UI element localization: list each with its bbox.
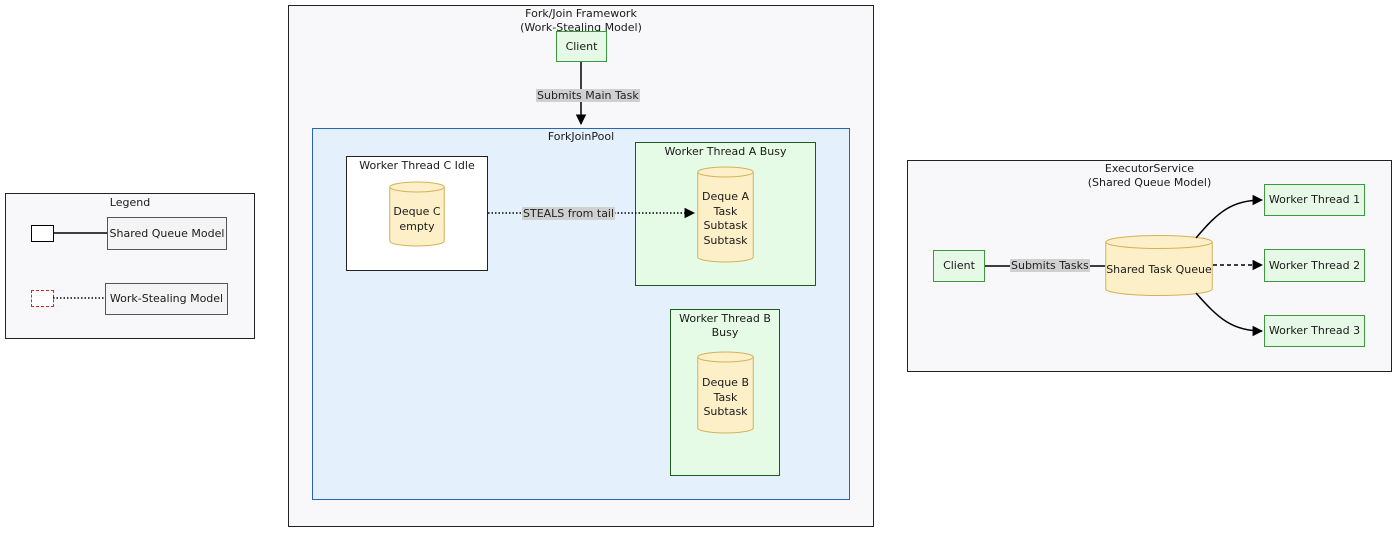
deque-a: Deque A Task Subtask Subtask <box>697 166 754 263</box>
legend-panel: Legend <box>5 193 255 339</box>
steals-from-tail-label: STEALS from tail <box>522 207 616 220</box>
deque-b: Deque B Task Subtask <box>697 351 754 434</box>
worker-thread-c-title: Worker Thread C Idle <box>359 159 475 172</box>
forkjoin-client: Client <box>556 31 607 62</box>
legend-shared-sample <box>31 225 54 242</box>
forkjoin-title: Fork/Join Framework (Work-Stealing Model… <box>520 7 642 34</box>
worker-thread-c: Worker Thread C Idle <box>346 156 488 271</box>
deque-c-line-2: empty <box>399 219 435 233</box>
worker-thread-b-title: Worker Thread B Busy <box>679 312 771 339</box>
deque-b-shape <box>697 351 754 434</box>
deque-a-line-1: Deque A <box>702 190 749 203</box>
worker-thread-b: Worker Thread B Busy <box>670 309 780 476</box>
shared-task-queue-shape <box>1105 235 1213 296</box>
worker-thread-2: Worker Thread 2 <box>1264 249 1365 282</box>
forkjoinpool-title: ForkJoinPool <box>547 130 615 143</box>
deque-a-line-2: Task <box>713 204 738 218</box>
deque-b-line-1: Deque B <box>701 376 749 389</box>
deque-a-line-4: Subtask <box>703 233 748 247</box>
legend-work-stealing-model: Work-Stealing Model <box>105 283 228 315</box>
legend-stealing-sample <box>31 290 54 307</box>
deque-c-shape <box>389 181 445 247</box>
legend-shared-queue-model: Shared Queue Model <box>107 217 227 250</box>
deque-a-line-3: Subtask <box>703 219 748 232</box>
deque-b-line-2: Task <box>713 390 738 404</box>
executor-client: Client <box>933 250 985 282</box>
worker-thread-1: Worker Thread 1 <box>1264 184 1365 216</box>
worker-thread-3: Worker Thread 3 <box>1264 315 1365 347</box>
submits-tasks-label: Submits Tasks <box>1010 259 1090 272</box>
worker-thread-a-title: Worker Thread A Busy <box>664 145 787 158</box>
deque-c-line-1: Deque C <box>393 205 441 218</box>
deque-c: Deque C empty <box>389 181 445 247</box>
deque-a-shape <box>697 166 754 263</box>
executor-title: ExecutorService (Shared Queue Model) <box>1087 162 1212 189</box>
shared-task-queue-label: Shared Task Queue <box>1106 263 1212 276</box>
deque-b-line-3: Subtask <box>703 405 748 418</box>
legend-title: Legend <box>109 196 151 209</box>
shared-task-queue: Shared Task Queue <box>1105 235 1213 296</box>
submit-main-task-label: Submits Main Task <box>536 89 640 102</box>
